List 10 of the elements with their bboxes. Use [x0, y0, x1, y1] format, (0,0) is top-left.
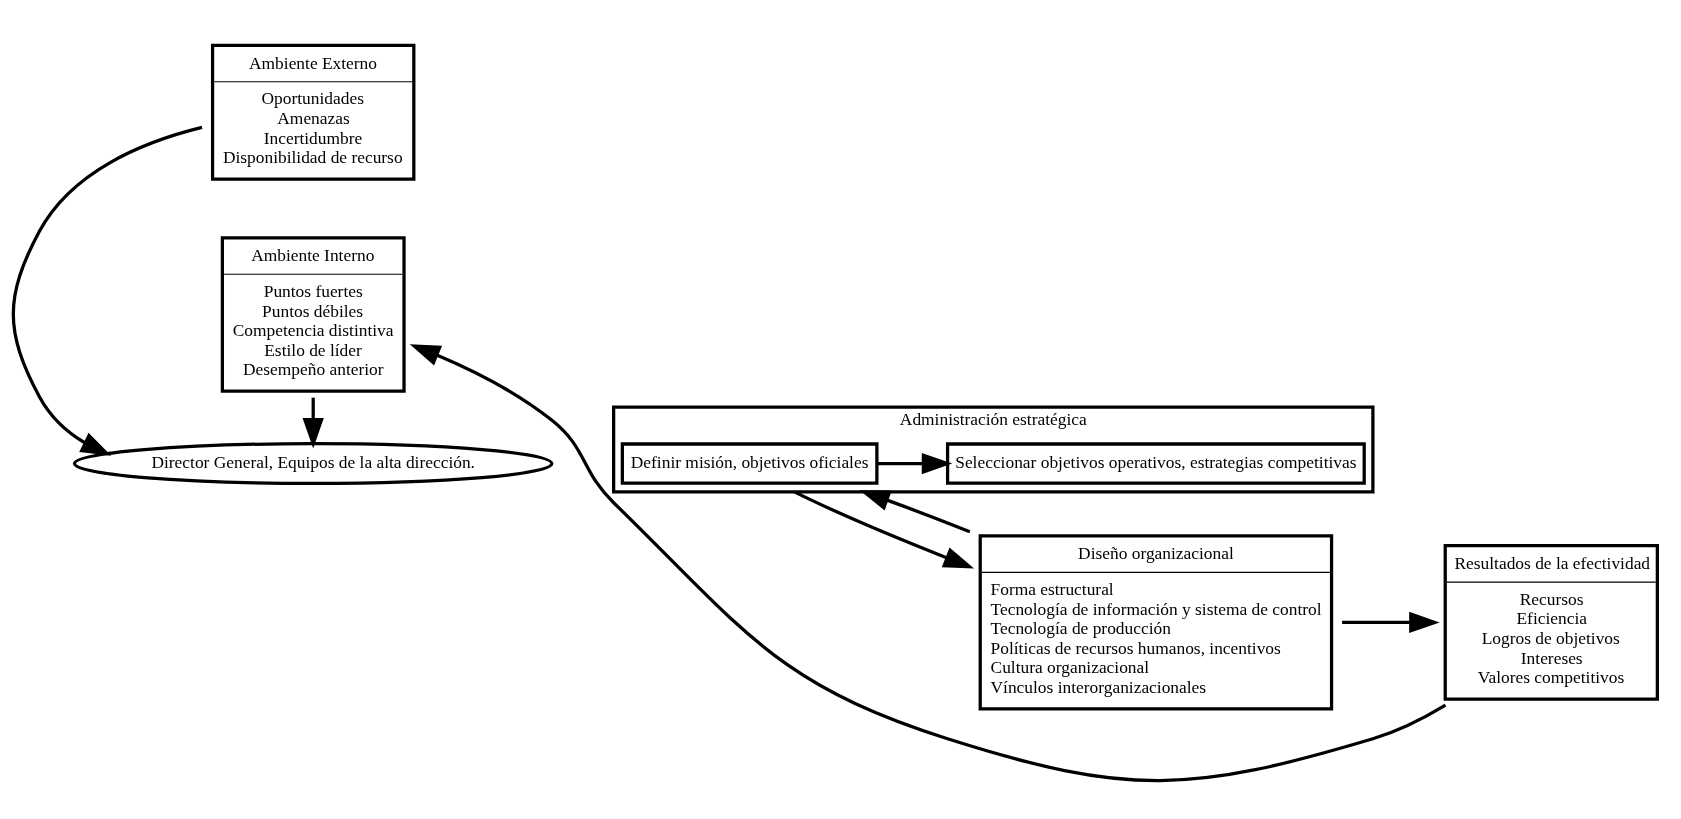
node-ellipse: Director General, Equipos de la alta dirección.: [72, 441, 554, 485]
arrow: [876, 452, 953, 474]
arrow: [793, 489, 975, 568]
arrow: [302, 397, 324, 448]
arrow: [409, 343, 1447, 782]
arrow: [859, 489, 971, 533]
arrow: [11, 125, 203, 456]
node-box: Definir misión, objetivos oficiales: [620, 441, 879, 485]
node-box: Seleccionar objetivos operativos, estrategias competitivas: [945, 441, 1366, 485]
arrow: [1342, 611, 1440, 633]
